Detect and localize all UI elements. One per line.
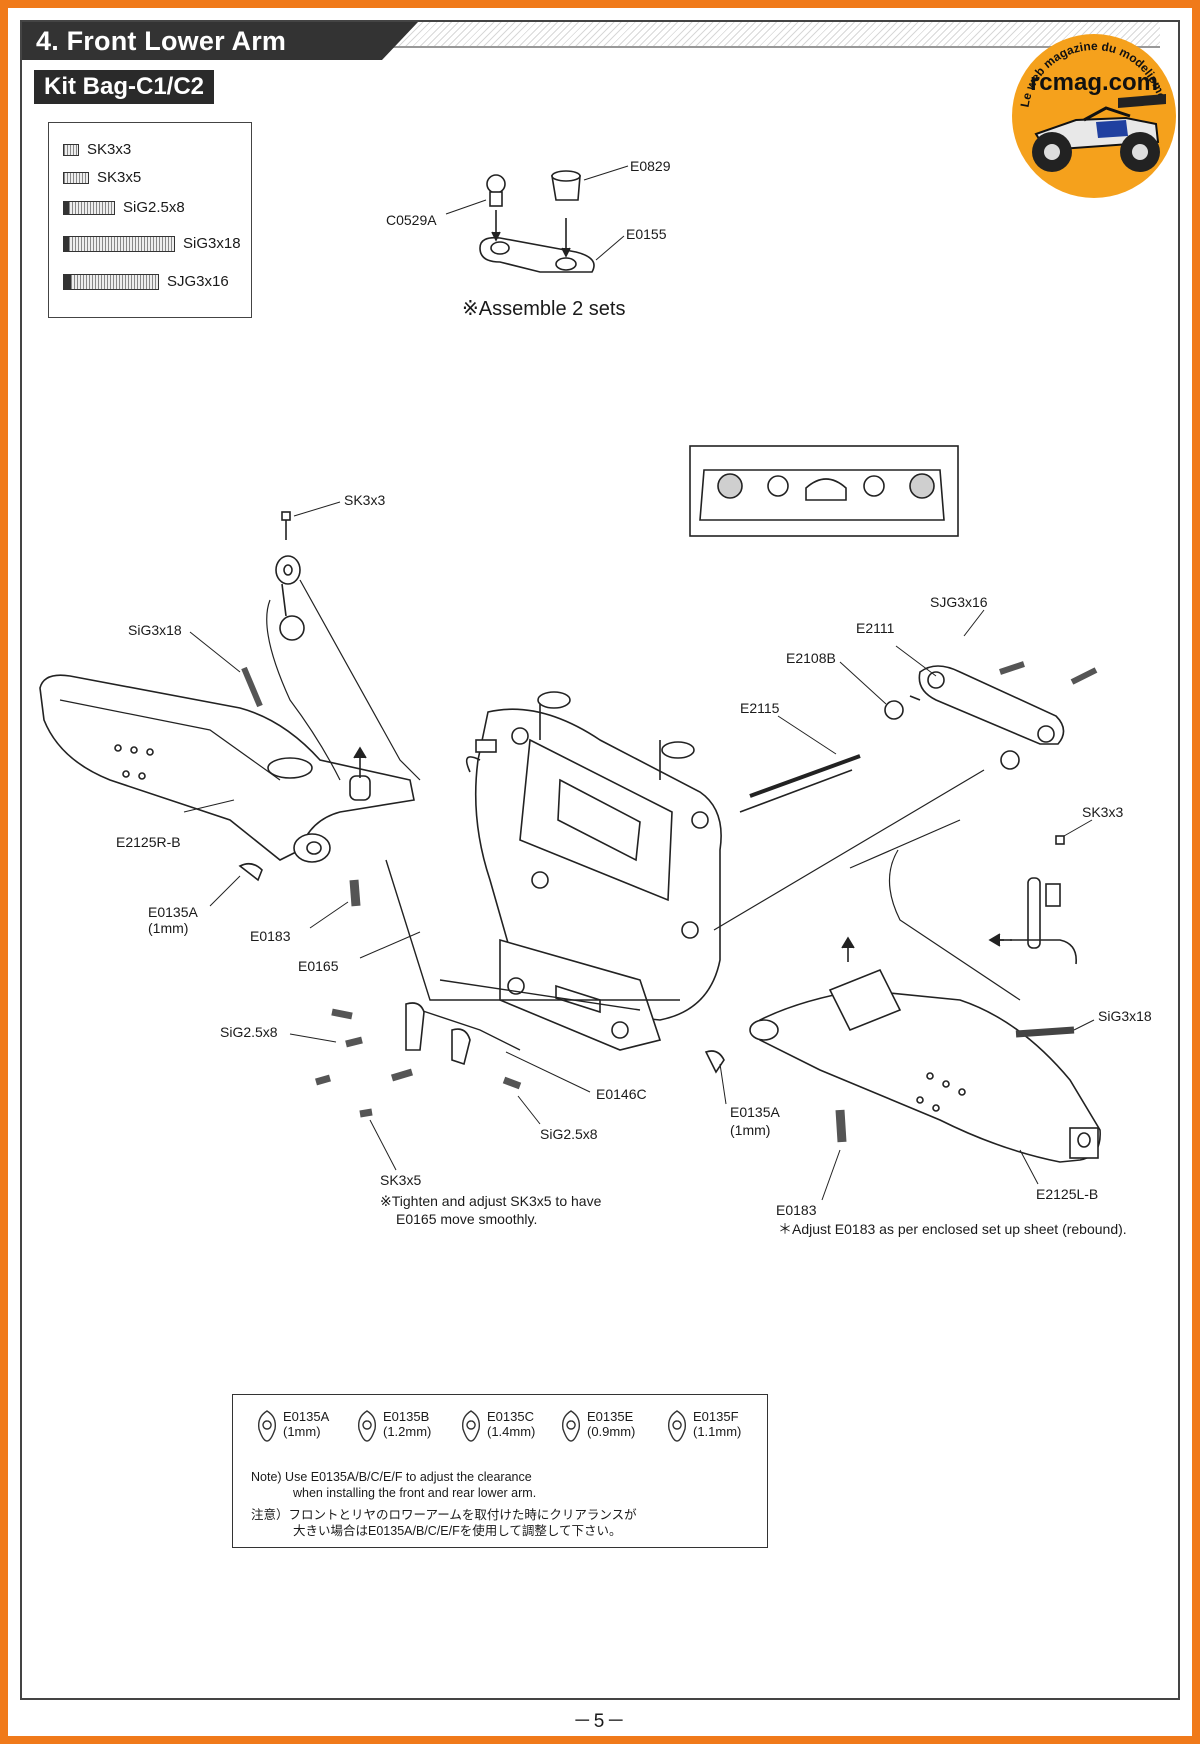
- label-e0135a-left: E0135A: [148, 904, 198, 920]
- spacer-code: E0135B: [383, 1409, 430, 1424]
- set-screw-icon: [63, 171, 89, 184]
- label-e0146c: E0146C: [596, 1086, 647, 1102]
- spacer-item: E0135F(1.1mm): [665, 1409, 741, 1443]
- page-title: 4. Front Lower Arm: [36, 26, 287, 56]
- spacer-size: (1mm): [283, 1424, 321, 1439]
- spacer-item: E0135B(1.2mm): [355, 1409, 431, 1443]
- label-e0165: E0165: [298, 958, 339, 974]
- e0183-screw-right: [835, 1109, 847, 1143]
- box-note-en-2: when installing the front and rear lower…: [293, 1486, 537, 1500]
- spacer-code: E0135E: [587, 1409, 634, 1424]
- section-title-bar: 4. Front Lower Arm: [22, 22, 418, 60]
- label-sig25x8-left: SiG2.5x8: [220, 1024, 278, 1040]
- sk3x5-note-line-1: ※Tighten and adjust SK3x5 to have: [380, 1193, 602, 1209]
- label-e2125l-b: E2125L-B: [1036, 1186, 1099, 1202]
- label-sk3x3-top: SK3x3: [344, 492, 386, 508]
- label-e2125r-b: E2125R-B: [116, 834, 181, 850]
- ball-end-subassembly: [445, 165, 629, 273]
- spacer-code: E0135A: [283, 1409, 330, 1424]
- hinge-pin: [713, 754, 985, 931]
- spacer-size: (1.1mm): [693, 1424, 742, 1439]
- shim-spacer-icon: [461, 1410, 481, 1442]
- spacer-code: E0135C: [487, 1409, 534, 1424]
- leader-lines: [183, 501, 1095, 1201]
- button-head-screw-icon: [63, 200, 115, 215]
- rcmag-logo: Le web magazine du modelisme rcmag.com: [1012, 34, 1176, 198]
- screw-legend-item: SiG3x18: [63, 235, 241, 252]
- shim-spacer-icon: [257, 1410, 277, 1442]
- button-head-screw-icon: [63, 235, 175, 252]
- right-lower-arm: [749, 968, 1101, 1163]
- hinge-plate-inset: [689, 445, 959, 537]
- label-c0529a: C0529A: [386, 212, 437, 228]
- header-hatch-band: [380, 22, 1160, 48]
- screw-legend-item: SK3x5: [63, 169, 141, 186]
- label-e0829: E0829: [630, 158, 671, 174]
- e0183-screw-left: [349, 879, 361, 907]
- shim-spacer-icon: [357, 1410, 377, 1442]
- small-screws: [238, 862, 725, 1118]
- shim-spacer-icon: [667, 1410, 687, 1442]
- screw-legend: SK3x3 SK3x5 SiG2.5x8 SiG3x18 SJG3x16: [48, 122, 252, 318]
- label-sjg3x16: SJG3x16: [930, 594, 988, 610]
- front-bulkhead: [465, 691, 722, 1051]
- logo-brand: rcmag.com: [1030, 69, 1158, 96]
- spacer-size: (0.9mm): [587, 1424, 636, 1439]
- screw-label: SiG3x18: [183, 235, 241, 252]
- assemble-2-sets-note: ※Assemble 2 sets: [462, 298, 626, 320]
- label-e0135a-left-size: (1mm): [148, 920, 189, 936]
- label-sig3x18-left: SiG3x18: [128, 622, 182, 638]
- screw-label: SiG2.5x8: [123, 199, 185, 216]
- spacer-note-box: E0135A(1mm) E0135B(1.2mm) E0135C(1.4mm) …: [232, 1394, 768, 1548]
- label-e0183-left: E0183: [250, 928, 291, 944]
- box-note-jp-2: 大きい場合はE0135A/B/C/E/Fを使用して調整して下さい。: [293, 1524, 622, 1538]
- label-e0135a-right: E0135A: [730, 1104, 780, 1120]
- box-note-jp-1: 注意）フロントとリヤのロワーアームを取付けた時にクリアランスが: [251, 1508, 637, 1522]
- spacer-item: E0135E(0.9mm): [559, 1409, 635, 1443]
- spacer-item: E0135C(1.4mm): [459, 1409, 535, 1443]
- flat-head-screw-icon: [63, 273, 159, 290]
- label-e0183-right: E0183: [776, 1202, 817, 1218]
- screw-label: SJG3x16: [167, 273, 229, 290]
- page-number: －5－: [572, 1711, 628, 1732]
- content-frame: [20, 20, 1180, 1700]
- sk3x5-note-line-2: E0165 move smoothly.: [396, 1211, 538, 1227]
- shim-spacer-icon: [561, 1410, 581, 1442]
- spacer-size: (1.2mm): [383, 1424, 432, 1439]
- label-e2115: E2115: [740, 700, 780, 716]
- set-screw-icon: [63, 143, 79, 156]
- kit-bag-label: Kit Bag-C1/C2: [34, 70, 215, 104]
- hinge-plate-e2111: [884, 661, 1098, 770]
- right-ball-link: [888, 835, 1077, 1001]
- label-sig25x8-bottom: SiG2.5x8: [540, 1126, 598, 1142]
- buggy-icon: [1032, 94, 1166, 172]
- label-e0155: E0155: [626, 226, 667, 242]
- screw-label: SK3x5: [97, 169, 142, 186]
- label-sk3x5: SK3x5: [380, 1172, 422, 1188]
- screw-legend-item: SK3x3: [63, 141, 131, 158]
- label-e2108b: E2108B: [786, 650, 836, 666]
- label-sig3x18-right: SiG3x18: [1098, 1008, 1152, 1024]
- screw-legend-item: SJG3x16: [63, 273, 229, 290]
- linkage-rod: [385, 859, 680, 1051]
- e0183-adjust-note: ＊Adjust E0183 as per enclosed set up she…: [778, 1221, 1127, 1237]
- box-note-en-1: Note) Use E0135A/B/C/E/F to adjust the c…: [251, 1470, 532, 1484]
- label-e2111: E2111: [856, 620, 895, 636]
- spacer-code: E0135F: [693, 1409, 739, 1424]
- steering-ball-link: [241, 511, 421, 781]
- label-e0135a-right-size: (1mm): [730, 1122, 771, 1138]
- screw-label: SK3x3: [87, 141, 132, 158]
- spacer-item: E0135A(1mm): [255, 1409, 329, 1443]
- screw-legend-item: SiG2.5x8: [63, 199, 185, 216]
- assembly-arrows: [353, 695, 1012, 962]
- spacer-size: (1.4mm): [487, 1424, 536, 1439]
- label-sk3x3-right: SK3x3: [1082, 804, 1124, 820]
- left-lower-arm: [39, 674, 415, 863]
